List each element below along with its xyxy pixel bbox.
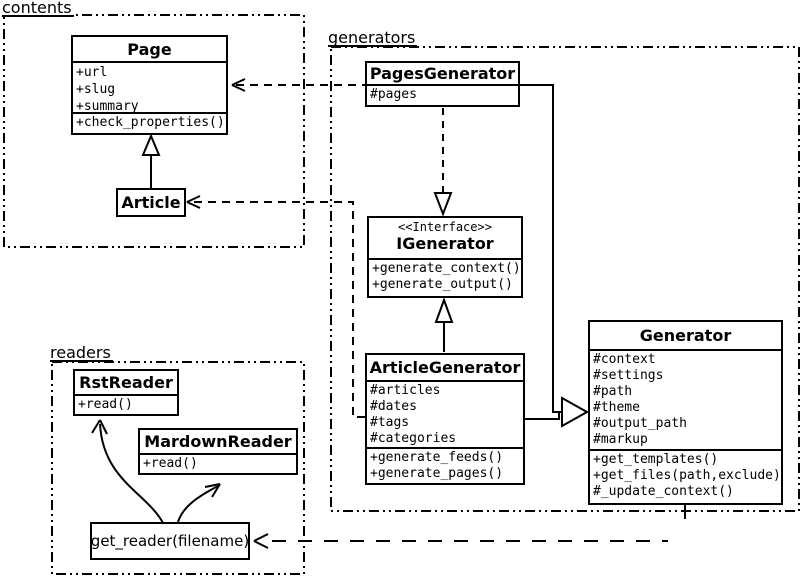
class-title-markdownreader: MardownReader bbox=[140, 430, 296, 455]
class-box-rstreader: RstReader +read() bbox=[73, 369, 179, 416]
attribute: +slug bbox=[76, 82, 116, 97]
class-methods-page: +check_properties() bbox=[73, 114, 226, 135]
contents-package-border bbox=[3, 14, 305, 248]
attribute: #settings bbox=[593, 368, 664, 383]
class-box-page: Page +url +slug +summary +check_properti… bbox=[71, 35, 228, 135]
class-title-article: Article bbox=[121, 193, 181, 212]
class-box-generator: Generator #context #settings #path #them… bbox=[588, 320, 783, 505]
pagesgenerator-to-generator-line bbox=[520, 84, 561, 413]
method: +generate_feeds() bbox=[370, 450, 504, 465]
class-title-pagesgenerator: PagesGenerator bbox=[367, 63, 518, 86]
open-arrowhead-getreader bbox=[253, 533, 269, 549]
package-label-generators: generators bbox=[328, 28, 418, 47]
attribute: #categories bbox=[370, 431, 457, 446]
attribute: #markup bbox=[593, 432, 648, 447]
generalization-arrowhead-generator bbox=[561, 396, 590, 428]
class-box-pagesgenerator: PagesGenerator #pages bbox=[365, 61, 520, 107]
function-box-getreader: get_reader(filename) bbox=[90, 522, 250, 560]
class-box-articlegenerator: ArticleGenerator #articles #dates #tags … bbox=[365, 353, 525, 485]
open-arrowhead-rstreader bbox=[91, 419, 108, 435]
readers-package-border bbox=[51, 361, 305, 575]
method: +read() bbox=[143, 456, 198, 471]
attribute: +summary bbox=[76, 99, 139, 114]
class-box-article: Article bbox=[116, 188, 186, 217]
method: +generate_output() bbox=[372, 277, 513, 292]
class-header-igenerator: <<Interface>> IGenerator bbox=[369, 218, 521, 260]
method: +generate_pages() bbox=[370, 466, 504, 481]
method: +read() bbox=[78, 397, 133, 412]
function-label-getreader: get_reader(filename) bbox=[90, 532, 250, 550]
attribute: #articles bbox=[370, 383, 441, 398]
attribute: +url bbox=[76, 65, 108, 80]
method: +get_templates() bbox=[593, 452, 719, 467]
class-title-generator: Generator bbox=[590, 322, 781, 351]
generalization-arrowhead-igenerator bbox=[434, 297, 454, 323]
class-attributes-generator: #context #settings #path #theme #output_… bbox=[590, 351, 781, 451]
getreader-to-rstreader-curve bbox=[99, 423, 164, 524]
attribute: #theme bbox=[593, 400, 640, 415]
class-title-rstreader: RstReader bbox=[75, 371, 177, 396]
class-title-igenerator: IGenerator bbox=[396, 234, 494, 253]
getreader-to-markdownreader-curve bbox=[177, 485, 219, 523]
class-title-page: Page bbox=[73, 37, 226, 63]
class-methods-generator: +get_templates() +get_files(path,exclude… bbox=[590, 451, 781, 505]
attribute: #pages bbox=[370, 87, 417, 102]
class-attributes-pagesgenerator: #pages bbox=[367, 86, 518, 106]
articlegenerator-to-generator-line bbox=[525, 413, 560, 420]
method: #_update_context() bbox=[593, 484, 734, 499]
class-methods-markdownreader: +read() bbox=[140, 455, 296, 474]
attribute: #dates bbox=[370, 399, 417, 414]
attribute: #path bbox=[593, 384, 633, 399]
class-methods-articlegenerator: +generate_feeds() +generate_pages() bbox=[367, 449, 523, 485]
attribute: #context bbox=[593, 352, 656, 367]
interface-stereotype: <<Interface>> bbox=[398, 220, 492, 234]
generators-package-border bbox=[330, 46, 800, 512]
package-label-readers: readers bbox=[50, 343, 113, 362]
class-box-markdownreader: MardownReader +read() bbox=[138, 428, 298, 475]
class-methods-igenerator: +generate_context() +generate_output() bbox=[369, 260, 521, 296]
attribute: #output_path bbox=[593, 416, 687, 431]
method: +check_properties() bbox=[76, 115, 225, 130]
method: +generate_context() bbox=[372, 261, 521, 276]
class-box-igenerator: <<Interface>> IGenerator +generate_conte… bbox=[367, 216, 523, 298]
generalization-arrowhead-page bbox=[141, 133, 161, 156]
class-methods-rstreader: +read() bbox=[75, 396, 177, 415]
class-title-articlegenerator: ArticleGenerator bbox=[367, 355, 523, 382]
package-label-contents: contents bbox=[2, 0, 74, 17]
open-arrowhead-page bbox=[231, 78, 246, 92]
class-attributes-page: +url +slug +summary bbox=[73, 63, 226, 114]
articlegenerator-to-article-dependency bbox=[190, 201, 365, 418]
attribute: #tags bbox=[370, 415, 410, 430]
realization-arrowhead-igenerator bbox=[433, 192, 453, 217]
class-attributes-articlegenerator: #articles #dates #tags #categories bbox=[367, 382, 523, 449]
open-arrowhead-article bbox=[186, 195, 201, 209]
method: +get_files(path,exclude) bbox=[593, 468, 781, 483]
open-arrowhead-markdownreader bbox=[204, 483, 221, 498]
